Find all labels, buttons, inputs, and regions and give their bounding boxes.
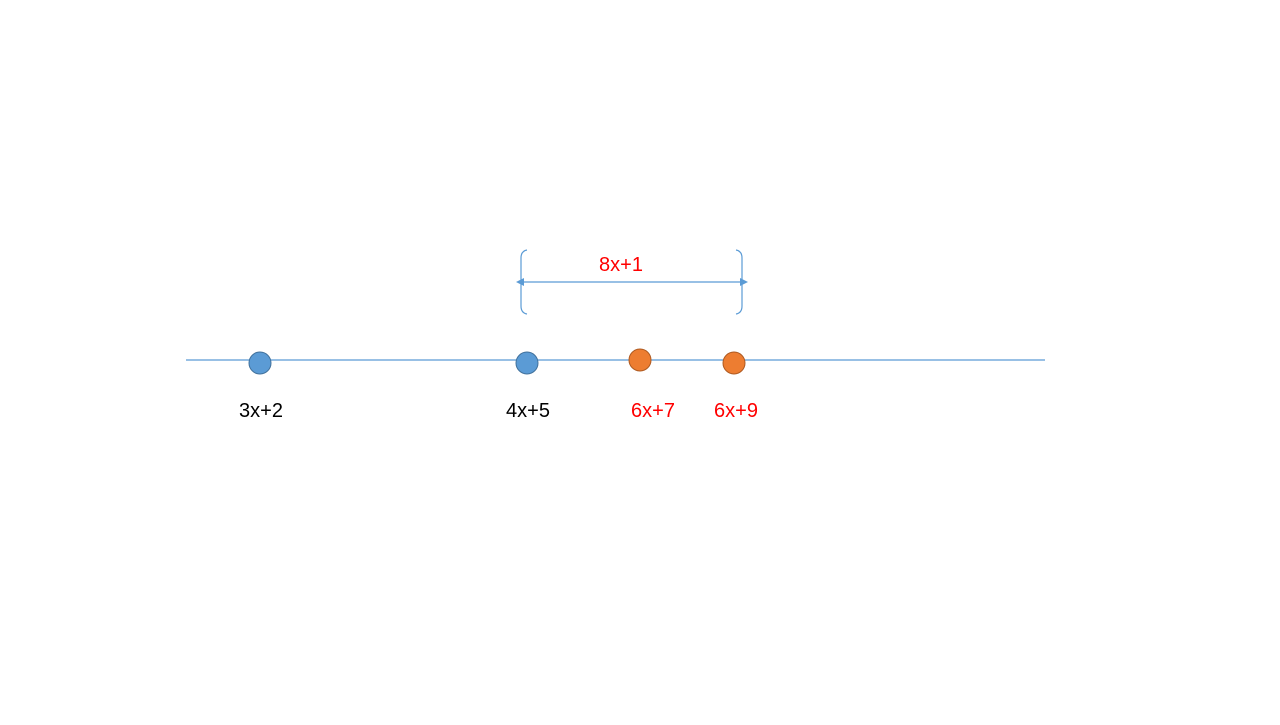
point-label-4x-plus-5: 4x+5: [506, 400, 550, 422]
interval-label: 8x+1: [599, 254, 643, 276]
point-6x-plus-9: [722, 351, 746, 375]
point-label-3x-plus-2: 3x+2: [239, 400, 283, 422]
point-6x-plus-7: [628, 348, 652, 372]
point-4x-plus-5: [515, 351, 539, 375]
point-label-6x-plus-9: 6x+9: [714, 400, 758, 422]
point-3x-plus-2: [248, 351, 272, 375]
point-label-6x-plus-7: 6x+7: [631, 400, 675, 422]
